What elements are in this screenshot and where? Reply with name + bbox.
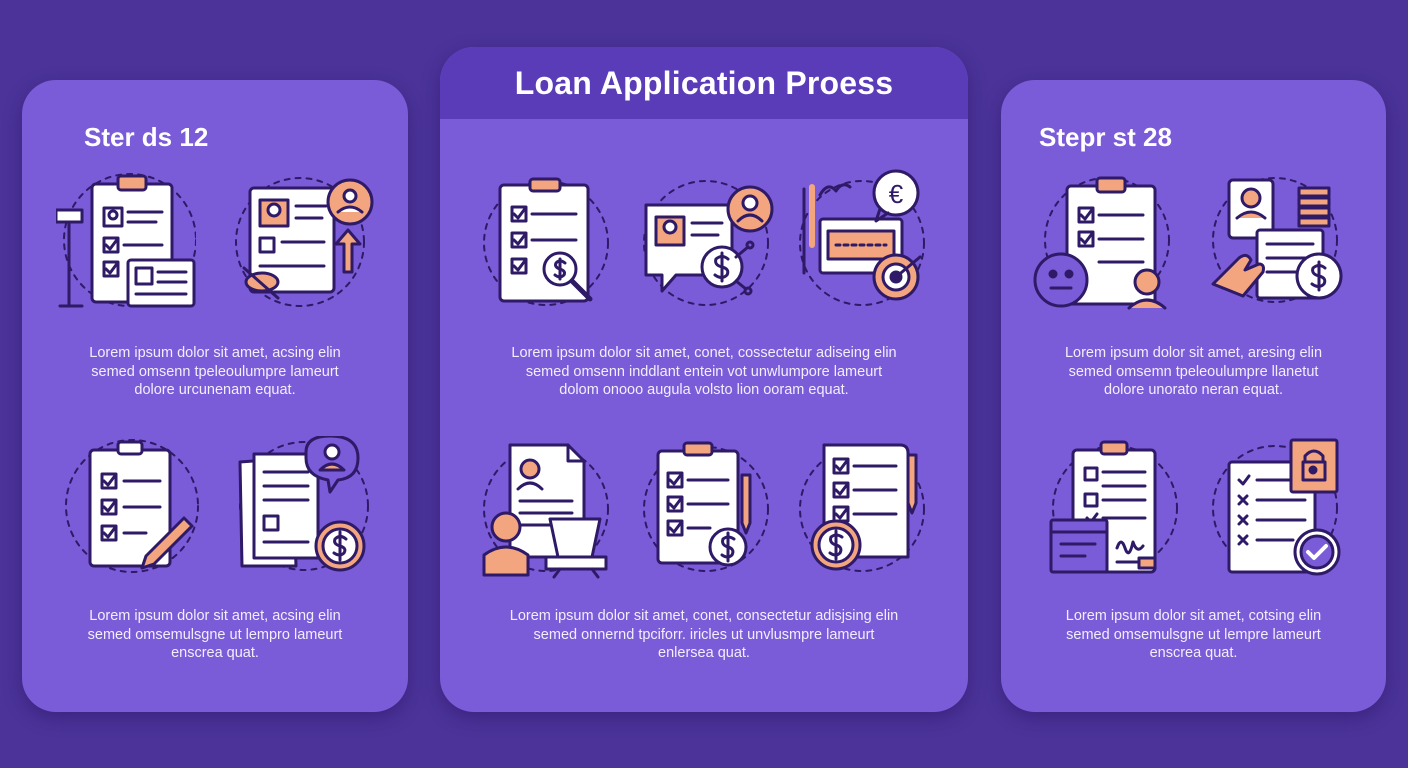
left-bottom-description: Lorem ipsum dolor sit amet, acsing elin …: [87, 608, 343, 661]
checklist-form-icon: [56, 170, 196, 310]
left-panel-heading: Ster ds 12: [84, 122, 209, 152]
clipboard-dollar-icon: [636, 439, 776, 579]
middle-panel: Loan Application Proess: [440, 47, 968, 712]
title-banner: Loan Application Proess: [440, 47, 968, 119]
middle-top-description: Lorem ipsum dolor sit amet, conet, cosse…: [511, 345, 897, 398]
profile-hand-dollar-icon: [1209, 174, 1349, 314]
checklist-pencil-icon: [62, 436, 202, 576]
middle-bottom-description: Lorem ipsum dolor sit amet, conet, conse…: [509, 608, 899, 661]
left-panel: Ster ds 12: [22, 80, 408, 712]
page-title: Loan Application Proess: [514, 64, 894, 101]
document-dollar-icon: [234, 436, 374, 576]
euro-payment-target-icon: €: [796, 167, 936, 307]
right-top-description: Lorem ipsum dolor sit amet, aresing elin…: [1064, 345, 1323, 398]
svg-text:€: €: [889, 179, 904, 209]
lock-checklist-icon: [1209, 436, 1349, 576]
left-top-description: Lorem ipsum dolor sit amet, acsing elin …: [89, 345, 341, 398]
checklist-search-dollar-icon: [480, 177, 620, 317]
document-dollar-pen-icon: [796, 439, 936, 579]
right-panel: Stepr st 28: [1001, 80, 1386, 712]
profile-chat-icon: [234, 172, 374, 312]
chat-profile-dollar-icon: [636, 177, 776, 317]
clipboard-signature-icon: [1045, 438, 1185, 578]
resume-person-laptop-icon: [480, 439, 620, 579]
right-bottom-description: Lorem ipsum dolor sit amet, cotsing elin…: [1065, 608, 1322, 661]
checklist-face-icon: [1033, 174, 1173, 314]
right-panel-heading: Stepr st 28: [1039, 122, 1172, 152]
